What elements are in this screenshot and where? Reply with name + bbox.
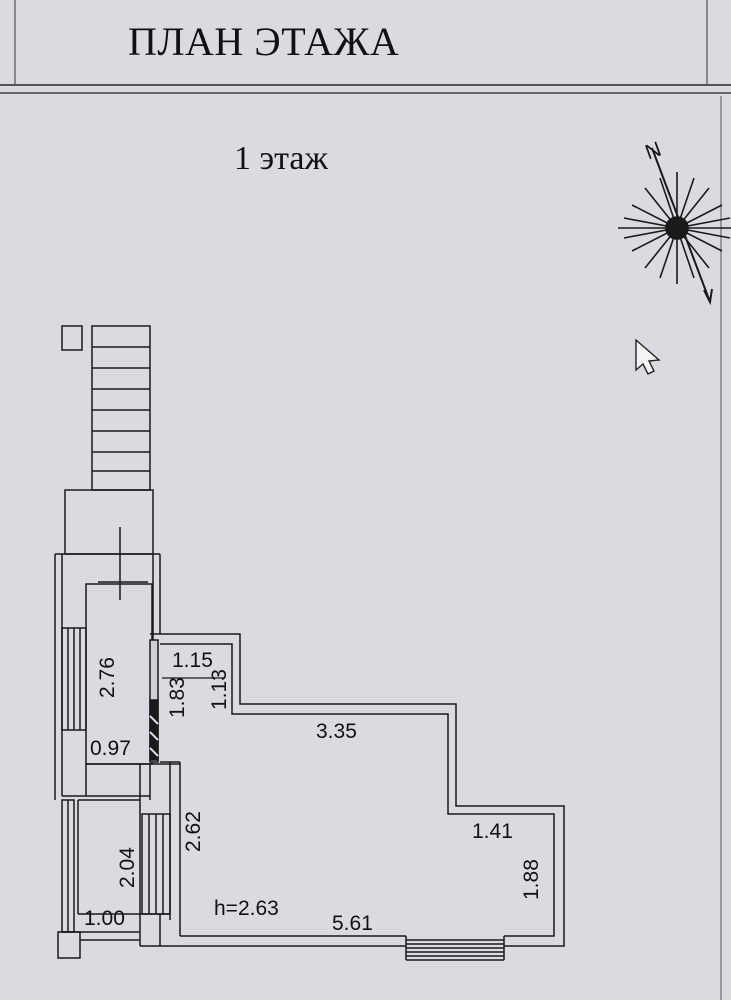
floor-label: 1 этаж [234,140,328,177]
page-title: ПЛАН ЭТАЖА [128,19,400,64]
dimension-label: 1.00 [84,907,125,930]
dimension-label: 1.88 [520,859,543,900]
wall-hatch [149,699,159,761]
dimension-label: 3.35 [316,720,357,743]
dimension-label: 2.04 [116,847,139,888]
dimension-label: 1.83 [166,677,189,718]
frame-line [706,0,708,84]
dimension-labels: 2.76 1.15 1.83 1.13 3.35 0.97 2.62 2.04 … [84,649,543,935]
dimension-label: 2.76 [96,657,119,698]
exterior-stair [91,325,151,491]
lower-left-rooms [57,763,180,959]
small-box [61,325,83,351]
compass-north-letter: N [642,138,664,165]
header-divider [0,92,731,94]
dimension-label: h=2.63 [214,897,279,920]
header-divider [0,84,731,86]
landing [64,489,154,555]
mouse-pointer-icon [635,338,661,375]
compass-rose-icon [618,147,731,306]
dimension-label: 0.97 [90,737,131,760]
frame-line [14,0,16,84]
dimension-label: 1.13 [208,669,231,710]
frame-line [720,96,722,1000]
left-wing-walls [54,553,161,800]
dimension-label: 5.61 [332,912,373,935]
dimension-label: 1.15 [172,649,213,672]
dimension-label: 2.62 [182,811,205,852]
bottom-window [406,939,504,957]
dimension-label: 1.41 [472,820,513,843]
